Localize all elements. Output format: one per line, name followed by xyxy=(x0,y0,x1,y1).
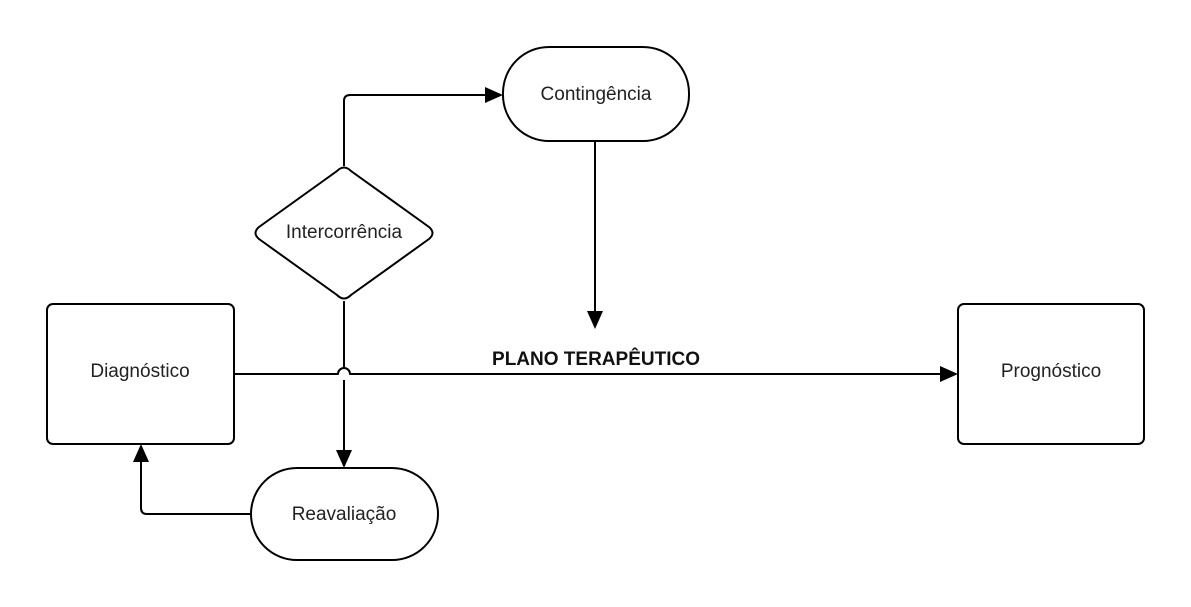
edge-reavaliacao-diagnostico xyxy=(133,444,251,515)
edge-intercorrencia-reavaliacao xyxy=(336,301,352,468)
node-prognostico-label: Prognóstico xyxy=(1001,361,1101,382)
node-reavaliacao-label: Reavaliação xyxy=(292,504,397,525)
node-contingencia-label: Contingência xyxy=(541,84,652,105)
edge-plano-terapeutico-label: PLANO TERAPÊUTICO xyxy=(492,348,700,370)
node-intercorrencia-label: Intercorrência xyxy=(286,222,403,243)
node-diagnostico-label: Diagnóstico xyxy=(90,361,189,382)
node-diagnostico: Diagnóstico xyxy=(46,303,235,445)
node-contingencia: Contingência xyxy=(502,46,690,142)
node-prognostico: Prognóstico xyxy=(957,303,1145,445)
node-reavaliacao: Reavaliação xyxy=(250,467,439,561)
edge-intercorrencia-contingencia xyxy=(343,87,503,166)
edge-contingencia-plano xyxy=(587,141,603,329)
node-intercorrencia: Intercorrência xyxy=(254,166,434,300)
